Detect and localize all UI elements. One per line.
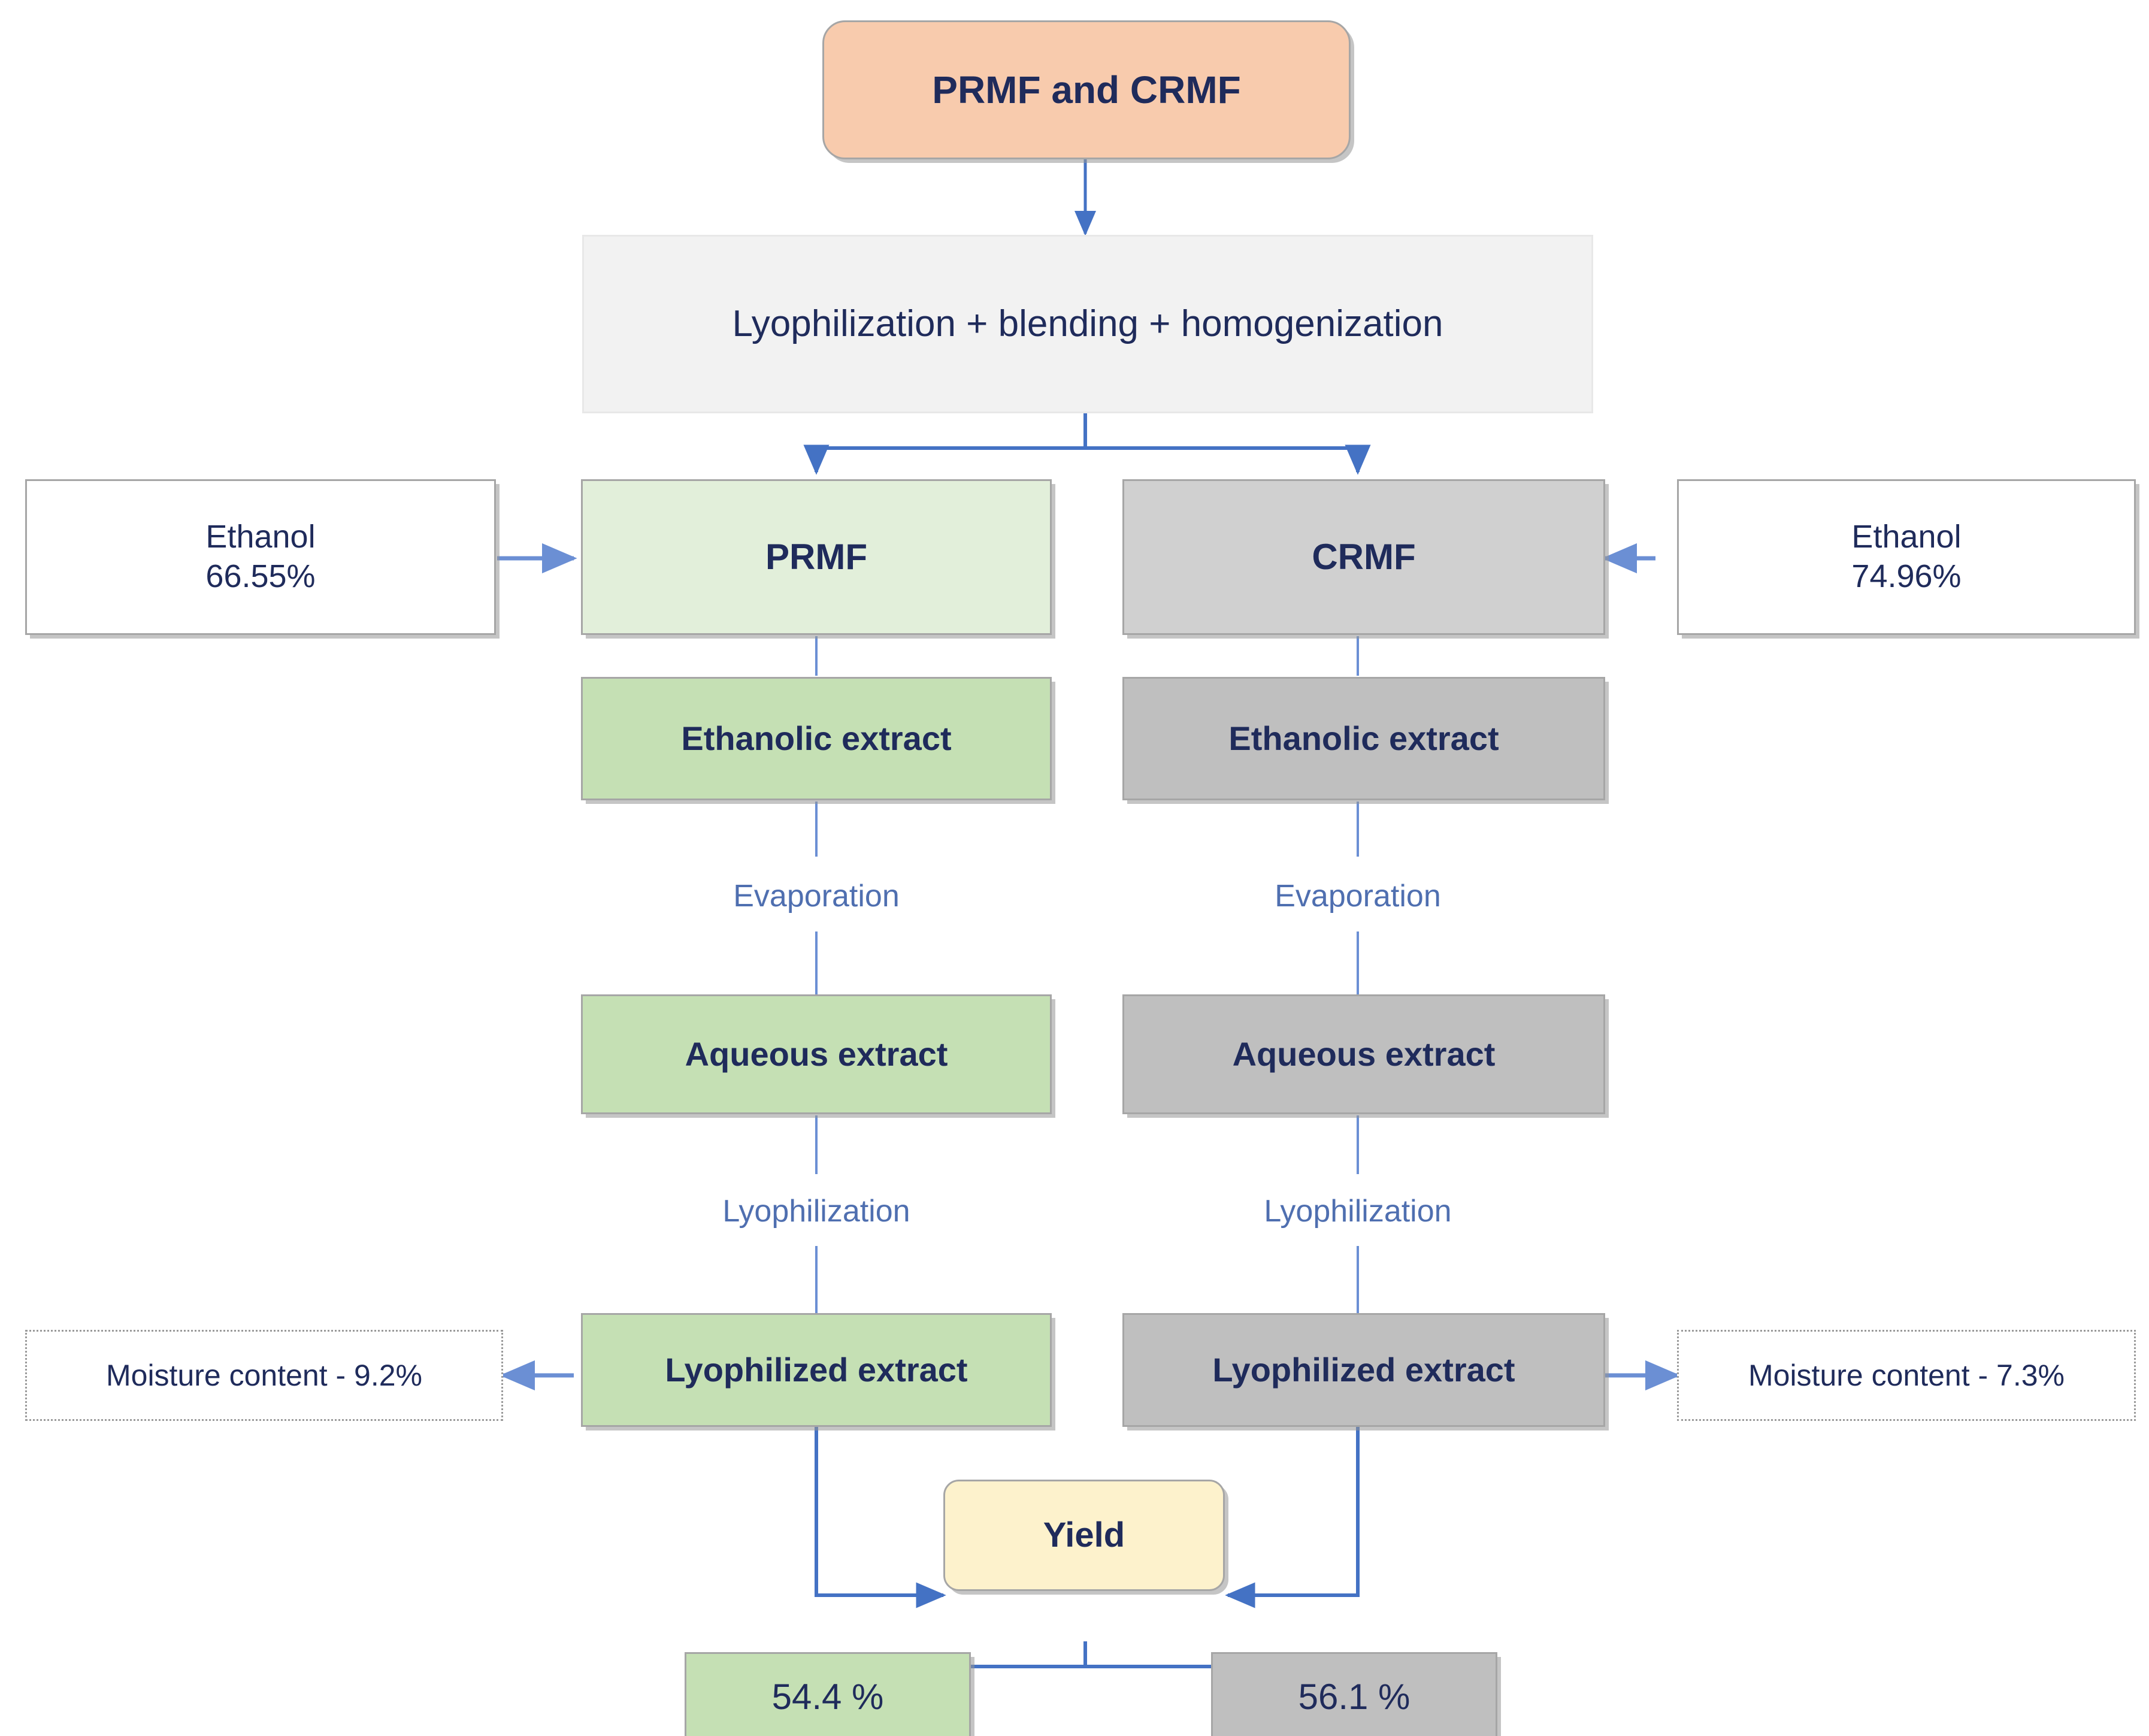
node-moisture-content-right[interactable]: Moisture content - 7.3% (1677, 1330, 2136, 1421)
ethanolic-extract-left-label: Ethanolic extract (681, 719, 952, 757)
node-prmf-label: PRMF (765, 537, 867, 577)
node-prmf[interactable]: PRMF (581, 479, 1052, 635)
lyophilized-extract-right-label: Lyophilized extract (1212, 1350, 1515, 1389)
node-process-label: Lyophilization + blending + homogenizati… (732, 303, 1443, 345)
node-ethanolic-extract-right[interactable]: Ethanolic extract (1122, 677, 1605, 800)
aqueous-extract-right-label: Aqueous extract (1232, 1035, 1496, 1073)
moisture-content-right-label: Moisture content - 7.3% (1748, 1358, 2065, 1392)
node-moisture-content-left[interactable]: Moisture content - 9.2% (25, 1330, 503, 1421)
node-crmf[interactable]: CRMF (1122, 479, 1605, 635)
ethanolic-extract-right-label: Ethanolic extract (1228, 719, 1499, 757)
node-aqueous-extract-right[interactable]: Aqueous extract (1122, 994, 1605, 1114)
edge-lyo-left-to-yield (815, 1426, 946, 1608)
edge-label-evaporation-left: Evaporation (733, 879, 900, 914)
edge-label-evaporation-right: Evaporation (1275, 879, 1441, 914)
edge-process-split (803, 413, 1371, 475)
moisture-content-left-label: Moisture content - 9.2% (105, 1358, 423, 1392)
yield-value-left-label: 54.4 % (771, 1677, 884, 1717)
node-start-prmf-crmf[interactable]: PRMF and CRMF (822, 20, 1351, 159)
edge-lyo-right-to-yield (1225, 1426, 1360, 1608)
node-yield-label: Yield (1043, 1515, 1125, 1554)
node-yield-value-left[interactable]: 54.4 % (685, 1652, 971, 1736)
edge-label-lyophilization-left: Lyophilization (722, 1194, 910, 1229)
node-yield[interactable]: Yield (943, 1480, 1225, 1591)
node-crmf-label: CRMF (1312, 537, 1416, 577)
lyophilized-extract-left-label: Lyophilized extract (665, 1350, 968, 1389)
yield-value-right-label: 56.1 % (1298, 1677, 1411, 1717)
node-ethanol-left[interactable]: Ethanol 66.55% (25, 479, 496, 635)
node-ethanolic-extract-left[interactable]: Ethanolic extract (581, 677, 1052, 800)
edge-label-lyophilization-right: Lyophilization (1264, 1194, 1452, 1229)
aqueous-extract-left-label: Aqueous extract (685, 1035, 948, 1073)
node-process-lyophilization-blending[interactable]: Lyophilization + blending + homogenizati… (582, 235, 1593, 413)
ethanol-right-value: 74.96% (1851, 558, 1962, 594)
node-ethanol-right[interactable]: Ethanol 74.96% (1677, 479, 2136, 635)
node-lyophilized-extract-left[interactable]: Lyophilized extract (581, 1313, 1052, 1427)
node-start-label: PRMF and CRMF (932, 68, 1241, 111)
ethanol-right-label: Ethanol (1851, 519, 1962, 555)
ethanol-left-value: 66.55% (205, 558, 316, 594)
node-aqueous-extract-left[interactable]: Aqueous extract (581, 994, 1052, 1114)
node-yield-value-right[interactable]: 56.1 % (1211, 1652, 1497, 1736)
ethanol-left-label: Ethanol (205, 519, 316, 555)
node-lyophilized-extract-right[interactable]: Lyophilized extract (1122, 1313, 1605, 1427)
